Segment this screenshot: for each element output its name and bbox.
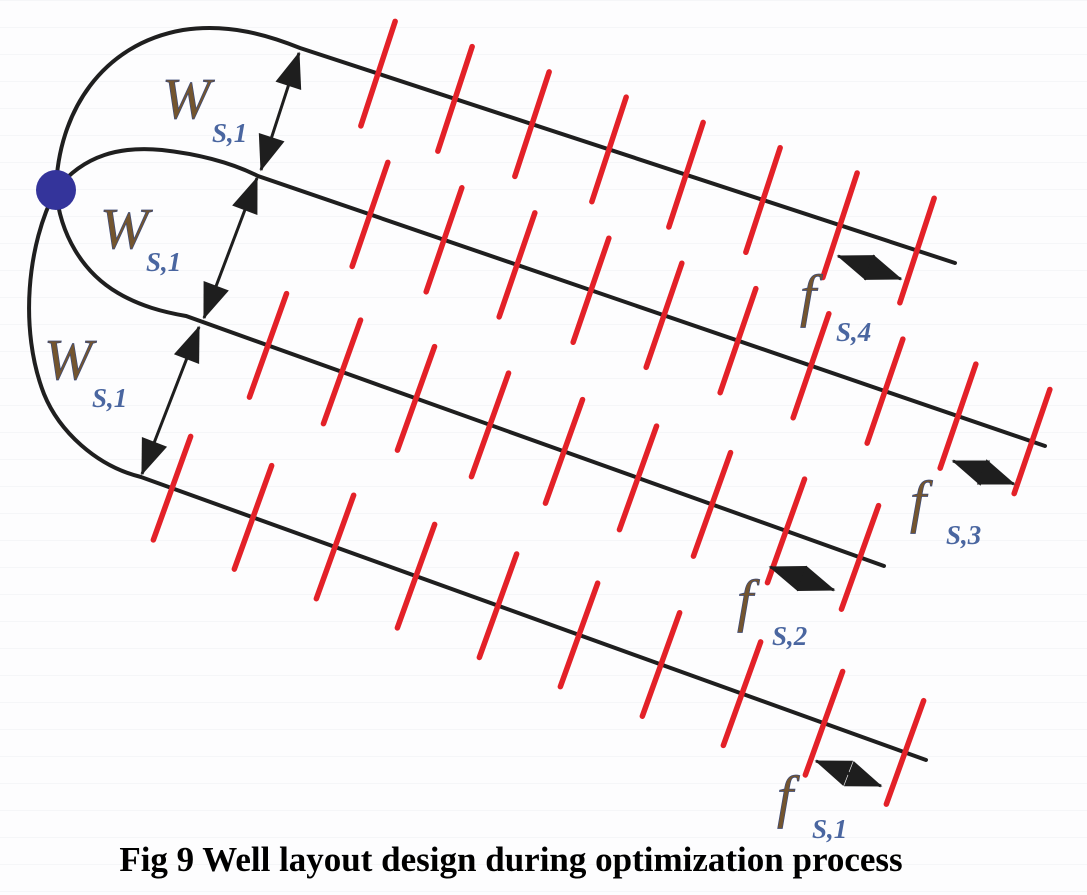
- fracture-tick: [1011, 386, 1053, 497]
- fracture-tick: [394, 521, 438, 631]
- fracture-tick: [435, 43, 475, 154]
- fracture-tick: [897, 195, 937, 306]
- fracture-tick: [643, 260, 685, 371]
- fracture-tick: [883, 697, 927, 807]
- fracture-spacing-label: fS,3: [910, 469, 981, 550]
- fracture-tick: [717, 285, 759, 396]
- fracture-spacing-arrow: [836, 254, 903, 281]
- wellhead-dot: [36, 170, 76, 210]
- well-spacing-label: WS,1: [162, 66, 247, 148]
- fracture-spacing-label: fS,2: [737, 568, 807, 651]
- fracture-tick: [557, 580, 601, 690]
- well-lateral-path-lateral-2: [54, 147, 1047, 448]
- fracture-tick: [349, 159, 391, 270]
- fracture-tick: [720, 639, 764, 749]
- well-lateral-path-lateral-1: [54, 26, 957, 265]
- fracture-tick: [666, 119, 706, 230]
- fracture-spacing-arrow: [814, 759, 883, 788]
- well-spacing-arrow: [258, 51, 302, 172]
- fracture-tick: [820, 170, 860, 281]
- fracture-tick: [764, 476, 808, 586]
- well-spacing-arrow: [140, 325, 201, 476]
- fracture-tick: [313, 492, 357, 602]
- fracture-spacing-label: fS,4: [800, 263, 871, 347]
- fracture-tick: [790, 310, 832, 421]
- fracture-tick: [838, 502, 882, 612]
- fracture-spacing-arrow: [768, 565, 836, 592]
- fracture-tick: [496, 210, 538, 320]
- fracture-tick: [542, 396, 586, 506]
- fracture-tick: [743, 144, 783, 255]
- fracture-tick: [320, 317, 364, 427]
- fracture-tick: [394, 343, 438, 453]
- fracture-tick: [512, 69, 552, 180]
- fracture-tick: [150, 433, 194, 543]
- well-spacing-label: WS,1: [44, 327, 127, 413]
- figure-caption: Fig 9 Well layout design during optimiza…: [119, 840, 903, 879]
- fracture-tick: [476, 551, 520, 661]
- fracture-tick: [231, 462, 275, 572]
- fracture-tick: [864, 336, 906, 446]
- fracture-tick: [246, 290, 290, 400]
- fracture-tick: [468, 370, 512, 480]
- fracture-tick: [802, 668, 846, 778]
- fracture-tick: [589, 94, 629, 205]
- well-spacing-arrow: [202, 176, 259, 320]
- fracture-tick: [937, 361, 979, 471]
- fracture-tick: [570, 235, 612, 346]
- fracture-tick: [358, 18, 398, 129]
- well-lateral-path-lateral-3: [54, 188, 886, 568]
- well-lateral-path-lateral-4: [27, 188, 928, 762]
- fracture-tick: [616, 423, 660, 533]
- fracture-tick: [639, 609, 683, 719]
- fracture-tick: [690, 449, 734, 559]
- fracture-tick: [423, 185, 465, 295]
- fracture-spacing-arrow: [951, 459, 1016, 486]
